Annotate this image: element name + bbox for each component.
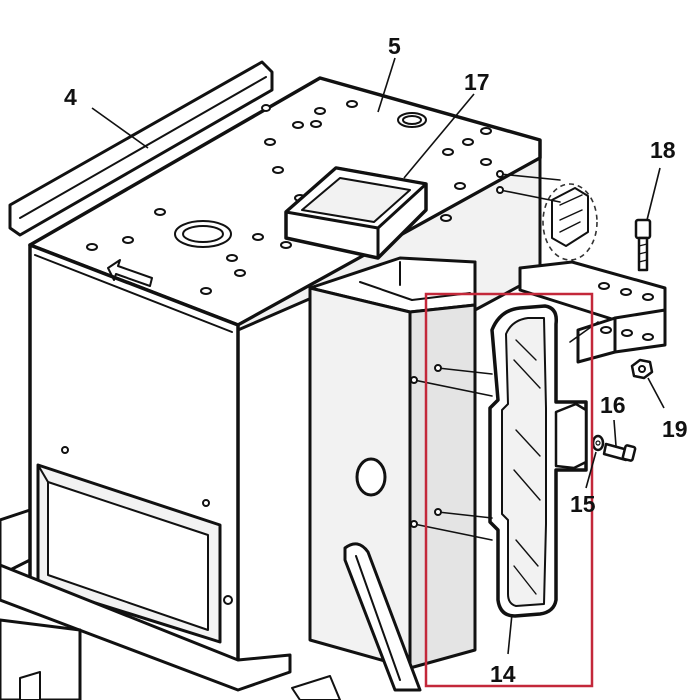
base-plate [0, 563, 341, 700]
highlight-box-part-14 [424, 292, 594, 688]
part-18-bolt [634, 218, 652, 272]
part-16-screw [602, 442, 637, 462]
callout-17: 17 [464, 69, 490, 95]
callout-5: 5 [388, 33, 401, 59]
part-17-cover-cap [284, 166, 428, 260]
thermostat-switch [496, 170, 598, 261]
part-15-washer [591, 434, 605, 452]
part-19-nut [630, 358, 654, 380]
callout-19: 19 [662, 416, 688, 442]
callout-15: 15 [570, 491, 596, 517]
airflow-arrow-mark [107, 259, 153, 287]
callout-16: 16 [600, 392, 626, 418]
callout-18: 18 [650, 137, 676, 163]
callout-14: 14 [490, 661, 516, 687]
callout-4: 4 [64, 84, 77, 110]
leader-lines [91, 57, 665, 655]
side-duct-channel [308, 256, 477, 692]
part-14-shield-bracket [410, 304, 599, 618]
